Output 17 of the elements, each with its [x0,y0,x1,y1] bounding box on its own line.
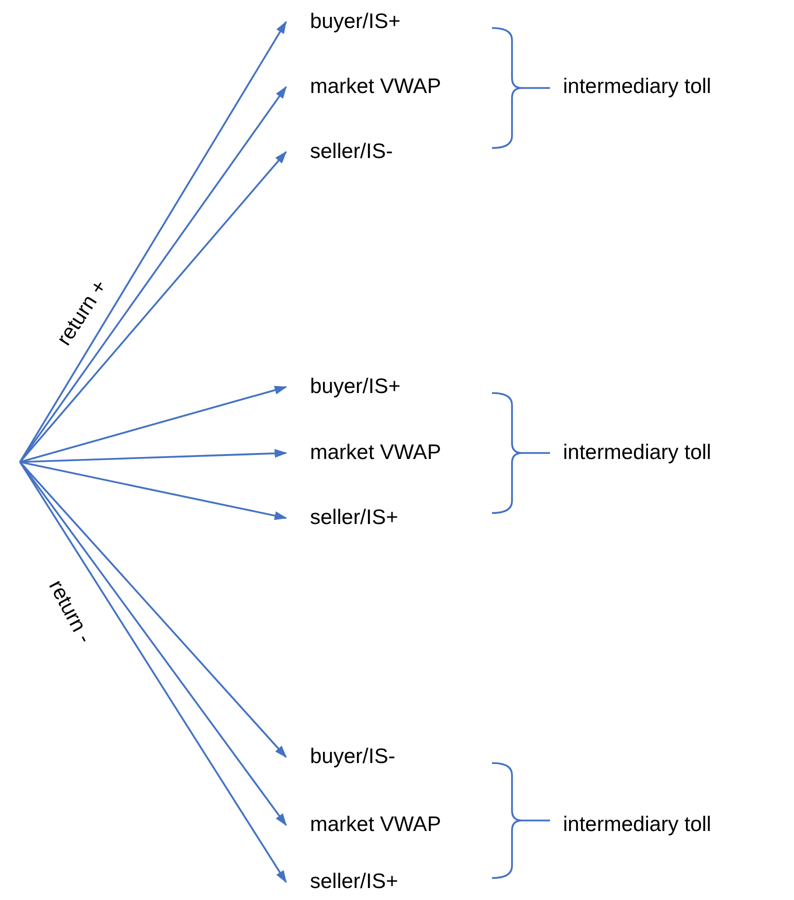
node-label: buyer/IS+ [310,374,400,400]
node-label: market VWAP [310,74,442,100]
arrow [20,461,288,520]
node-label: market VWAP [310,812,442,838]
group-label: intermediary toll [563,812,712,838]
node-label: seller/IS+ [310,869,398,895]
node-label: seller/IS- [310,139,393,165]
group-label: intermediary toll [563,74,712,100]
node-label: buyer/IS+ [310,9,400,35]
group-label: intermediary toll [563,440,712,466]
node-label: seller/IS+ [310,505,398,531]
axis-label: return - [43,576,98,648]
arrow [20,386,288,463]
node-label: buyer/IS- [310,744,396,770]
arrow [19,461,287,758]
arrow [19,151,287,463]
node-label: market VWAP [310,440,442,466]
